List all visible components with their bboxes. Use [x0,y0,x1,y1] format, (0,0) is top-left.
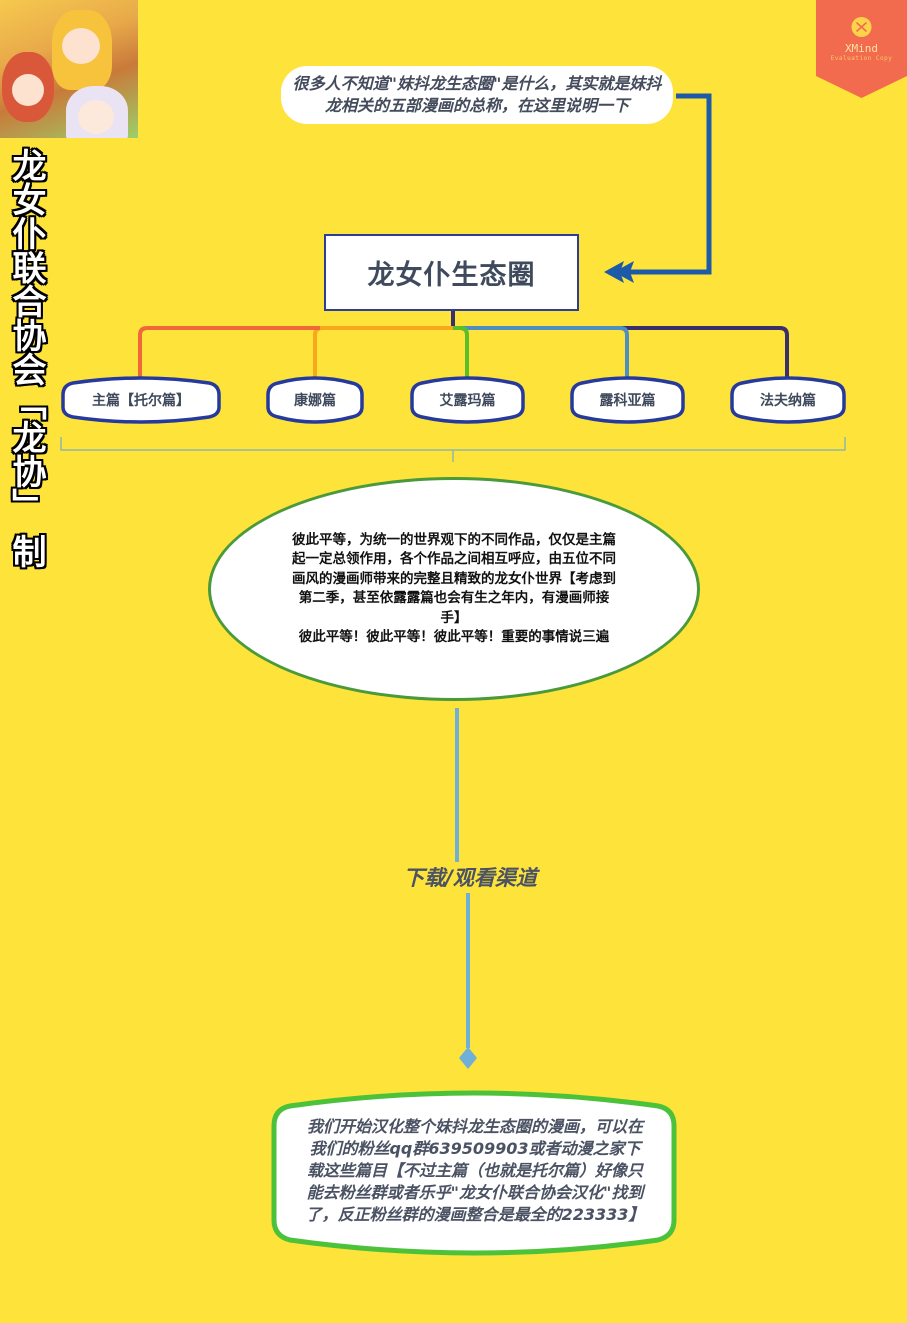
relationship-label[interactable]: 下载/观看渠道 [390,862,550,892]
watermark-title: XMind [844,42,879,55]
branch-line-kanna [313,326,453,377]
download-text: 我们开始汉化整个妹抖龙生态圈的漫画，可以在 我们的粉丝qq群639509903或… [305,1117,645,1224]
topic-shape [271,1090,677,1256]
watermark-subtitle: Evaluation Copy [830,55,893,62]
branch-line-elma [453,326,469,377]
root-topic[interactable]: 龙女仆生态圈 [324,234,579,311]
cover-image [0,0,138,138]
topic-elma[interactable]: 艾露玛篇 [410,375,525,425]
topic-shape [61,376,221,424]
character-tohru-face [62,28,100,64]
diamond-end-icon [459,1047,477,1069]
topic-shape [730,376,846,424]
summary-bracket [60,437,846,451]
topic-label: 康娜篇 [294,393,336,409]
side-title: 龙女仆联合协会「龙协」 制 [6,148,46,568]
branch-line-fafnir [451,311,789,377]
summary-topic[interactable]: 彼此平等，为统一的世界观下的不同作品，仅仅是主篇 起一定总领作用，各个作品之间相… [208,477,700,701]
topic-shape [410,376,525,424]
xmind-watermark: XMind Evaluation Copy [816,0,907,98]
topic-shape [266,376,364,424]
topic-label: 主篇【托尔篇】 [92,393,190,409]
topic-label: 艾露玛篇 [439,393,496,409]
ribbon-shape [816,0,907,98]
branch-line-lucoa [453,326,629,377]
topic-label: 法夫纳篇 [760,393,816,409]
topic-shape [570,376,685,424]
download-topic[interactable]: 我们开始汉化整个妹抖龙生态圈的漫画，可以在 我们的粉丝qq群639509903或… [270,1082,678,1264]
topic-tohru[interactable]: 主篇【托尔篇】 [61,375,221,425]
topic-fafnir[interactable]: 法夫纳篇 [730,375,846,425]
character-kanna-face [78,100,114,134]
character-kobayashi-face [12,74,44,106]
intro-note[interactable]: 很多人不知道"妹抖龙生态圈"是什么，其实就是妹抖龙相关的五部漫画的总称，在这里说… [281,66,673,124]
intro-note-text: 很多人不知道"妹抖龙生态圈"是什么，其实就是妹抖龙相关的五部漫画的总称，在这里说… [292,74,662,115]
topic-kanna[interactable]: 康娜篇 [266,375,364,425]
intro-arrow-line [628,93,712,275]
summary-text: 彼此平等，为统一的世界观下的不同作品，仅仅是主篇 起一定总领作用，各个作品之间相… [292,531,616,646]
topic-label: 露科亚篇 [599,393,656,409]
root-topic-label: 龙女仆生态圈 [367,260,536,291]
topic-lucoa[interactable]: 露科亚篇 [570,375,685,425]
branch-line-tohru [138,326,320,377]
